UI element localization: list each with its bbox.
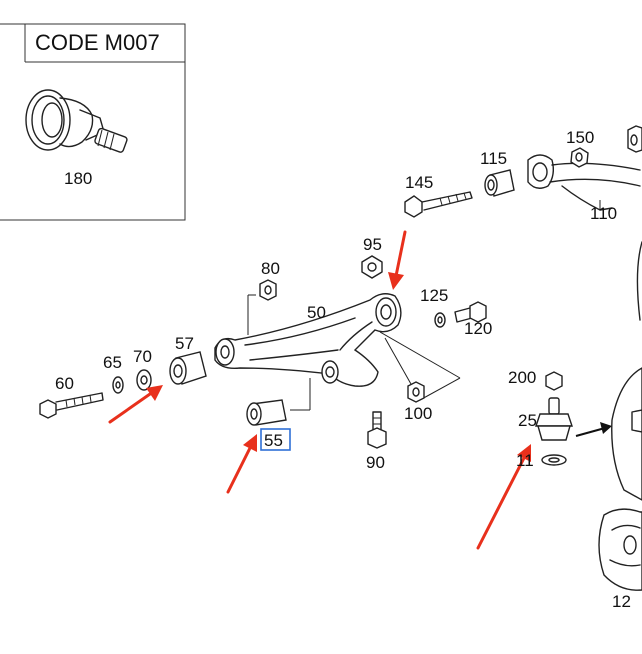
- part-label-100: 100: [404, 404, 432, 423]
- red-arrow-bolt-145: [388, 230, 407, 290]
- bolt-90: [367, 411, 387, 449]
- steering-knuckle: [611, 241, 642, 501]
- ball-joint-25: [535, 371, 612, 466]
- nut-95: [361, 255, 383, 279]
- part-label-180: 180: [64, 169, 92, 188]
- bolt-120: [434, 301, 487, 328]
- part-label-25: 25: [518, 411, 537, 430]
- part-label-115: 115: [480, 149, 507, 168]
- highlight-box-55: [260, 428, 291, 451]
- part-label-50: 50: [307, 303, 326, 322]
- lower-control-arm-50: [214, 293, 461, 411]
- red-arrow-bushing-57: [108, 385, 163, 424]
- code-box-title: CODE M007: [35, 30, 160, 55]
- part-label-120: 120: [464, 319, 492, 338]
- part-label-145: 145: [405, 173, 433, 192]
- red-arrow-bushing-55: [226, 434, 257, 494]
- part-label-11: 11: [516, 451, 534, 470]
- upper-arm-group: [404, 125, 642, 218]
- cv-joint-drawing: [25, 89, 128, 153]
- part-label-55: 55: [264, 431, 283, 450]
- nut-edge-top-right: [627, 125, 642, 153]
- part-label-60: 60: [55, 374, 74, 393]
- part-label-12: 12: [612, 592, 631, 611]
- bushing-115: [484, 169, 515, 197]
- part-label-110: 110: [590, 204, 617, 223]
- part-label-80: 80: [261, 259, 280, 278]
- part-label-90: 90: [366, 453, 385, 472]
- brake-shield-12: [598, 508, 642, 591]
- code-box: CODE M007 180: [0, 23, 186, 221]
- washer-65: [112, 376, 124, 394]
- bushing-57: [169, 351, 207, 385]
- part-label-125: 125: [420, 286, 448, 305]
- washer-100: [407, 381, 425, 403]
- bolt-145: [404, 191, 473, 218]
- part-label-95: 95: [363, 235, 382, 254]
- washer-150: [570, 147, 589, 168]
- bolt-60: [39, 392, 104, 419]
- part-label-200: 200: [508, 368, 536, 387]
- part-label-150: 150: [566, 128, 594, 147]
- washer-70: [136, 369, 152, 391]
- part-label-57: 57: [175, 334, 194, 353]
- part-label-70: 70: [133, 347, 152, 366]
- part-label-65: 65: [103, 353, 122, 372]
- red-arrow-ball-joint: [476, 444, 531, 550]
- upper-arm-110: [527, 154, 641, 211]
- bushing-55: [246, 399, 287, 426]
- nut-80: [259, 279, 277, 301]
